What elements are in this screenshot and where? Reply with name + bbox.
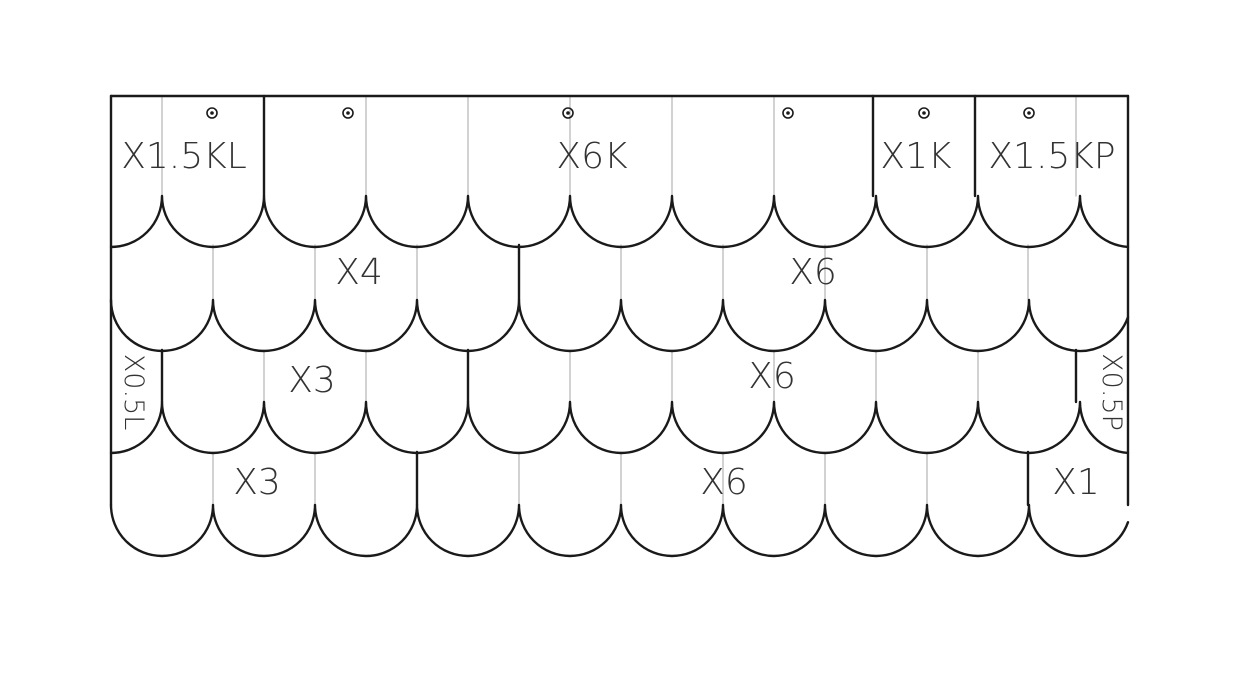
label-x6-row3: X6 <box>748 356 796 397</box>
label-x4: X4 <box>335 252 383 293</box>
label-x6k: X6K <box>556 136 628 177</box>
nail-marker-6 <box>1023 107 1035 119</box>
label-x3-row4: X3 <box>233 462 281 503</box>
nail-markers <box>206 107 1035 119</box>
nail-marker-1 <box>206 107 218 119</box>
nail-marker-5 <box>918 107 930 119</box>
label-x1-row4: X1 <box>1052 462 1100 503</box>
scallop-row-4 <box>109 503 1130 558</box>
label-x0-5p: X0.5P <box>1096 353 1127 431</box>
label-x6-row2: X6 <box>789 252 837 293</box>
tile-divider-lines <box>161 95 1077 506</box>
nail-marker-4 <box>782 107 794 119</box>
nail-marker-dot-6 <box>1027 111 1031 115</box>
nail-marker-3 <box>562 107 574 119</box>
label-x3-row3: X3 <box>288 360 336 401</box>
nail-marker-dot-5 <box>922 111 926 115</box>
label-x0-5l: X0.5L <box>118 354 149 430</box>
nail-marker-dot-2 <box>346 111 350 115</box>
nail-marker-dot-3 <box>566 111 570 115</box>
label-x1-5kp: X1.5KP <box>988 136 1115 177</box>
scallop-row-3 <box>109 400 1130 455</box>
scallop-row-2 <box>109 298 1130 353</box>
nail-marker-dot-4 <box>786 111 790 115</box>
scallop-row-1 <box>109 194 1130 249</box>
nail-marker-dot-1 <box>210 111 214 115</box>
tile-labels: X1.5KL X6K X1K X1.5KP X4 X6 X0.5L X3 X6 … <box>118 136 1127 503</box>
nail-marker-2 <box>342 107 354 119</box>
label-x1k: X1K <box>880 136 952 177</box>
tile-outlines <box>109 94 1130 558</box>
label-x1-5kl: X1.5KL <box>121 136 247 177</box>
label-x6-row4: X6 <box>700 462 748 503</box>
